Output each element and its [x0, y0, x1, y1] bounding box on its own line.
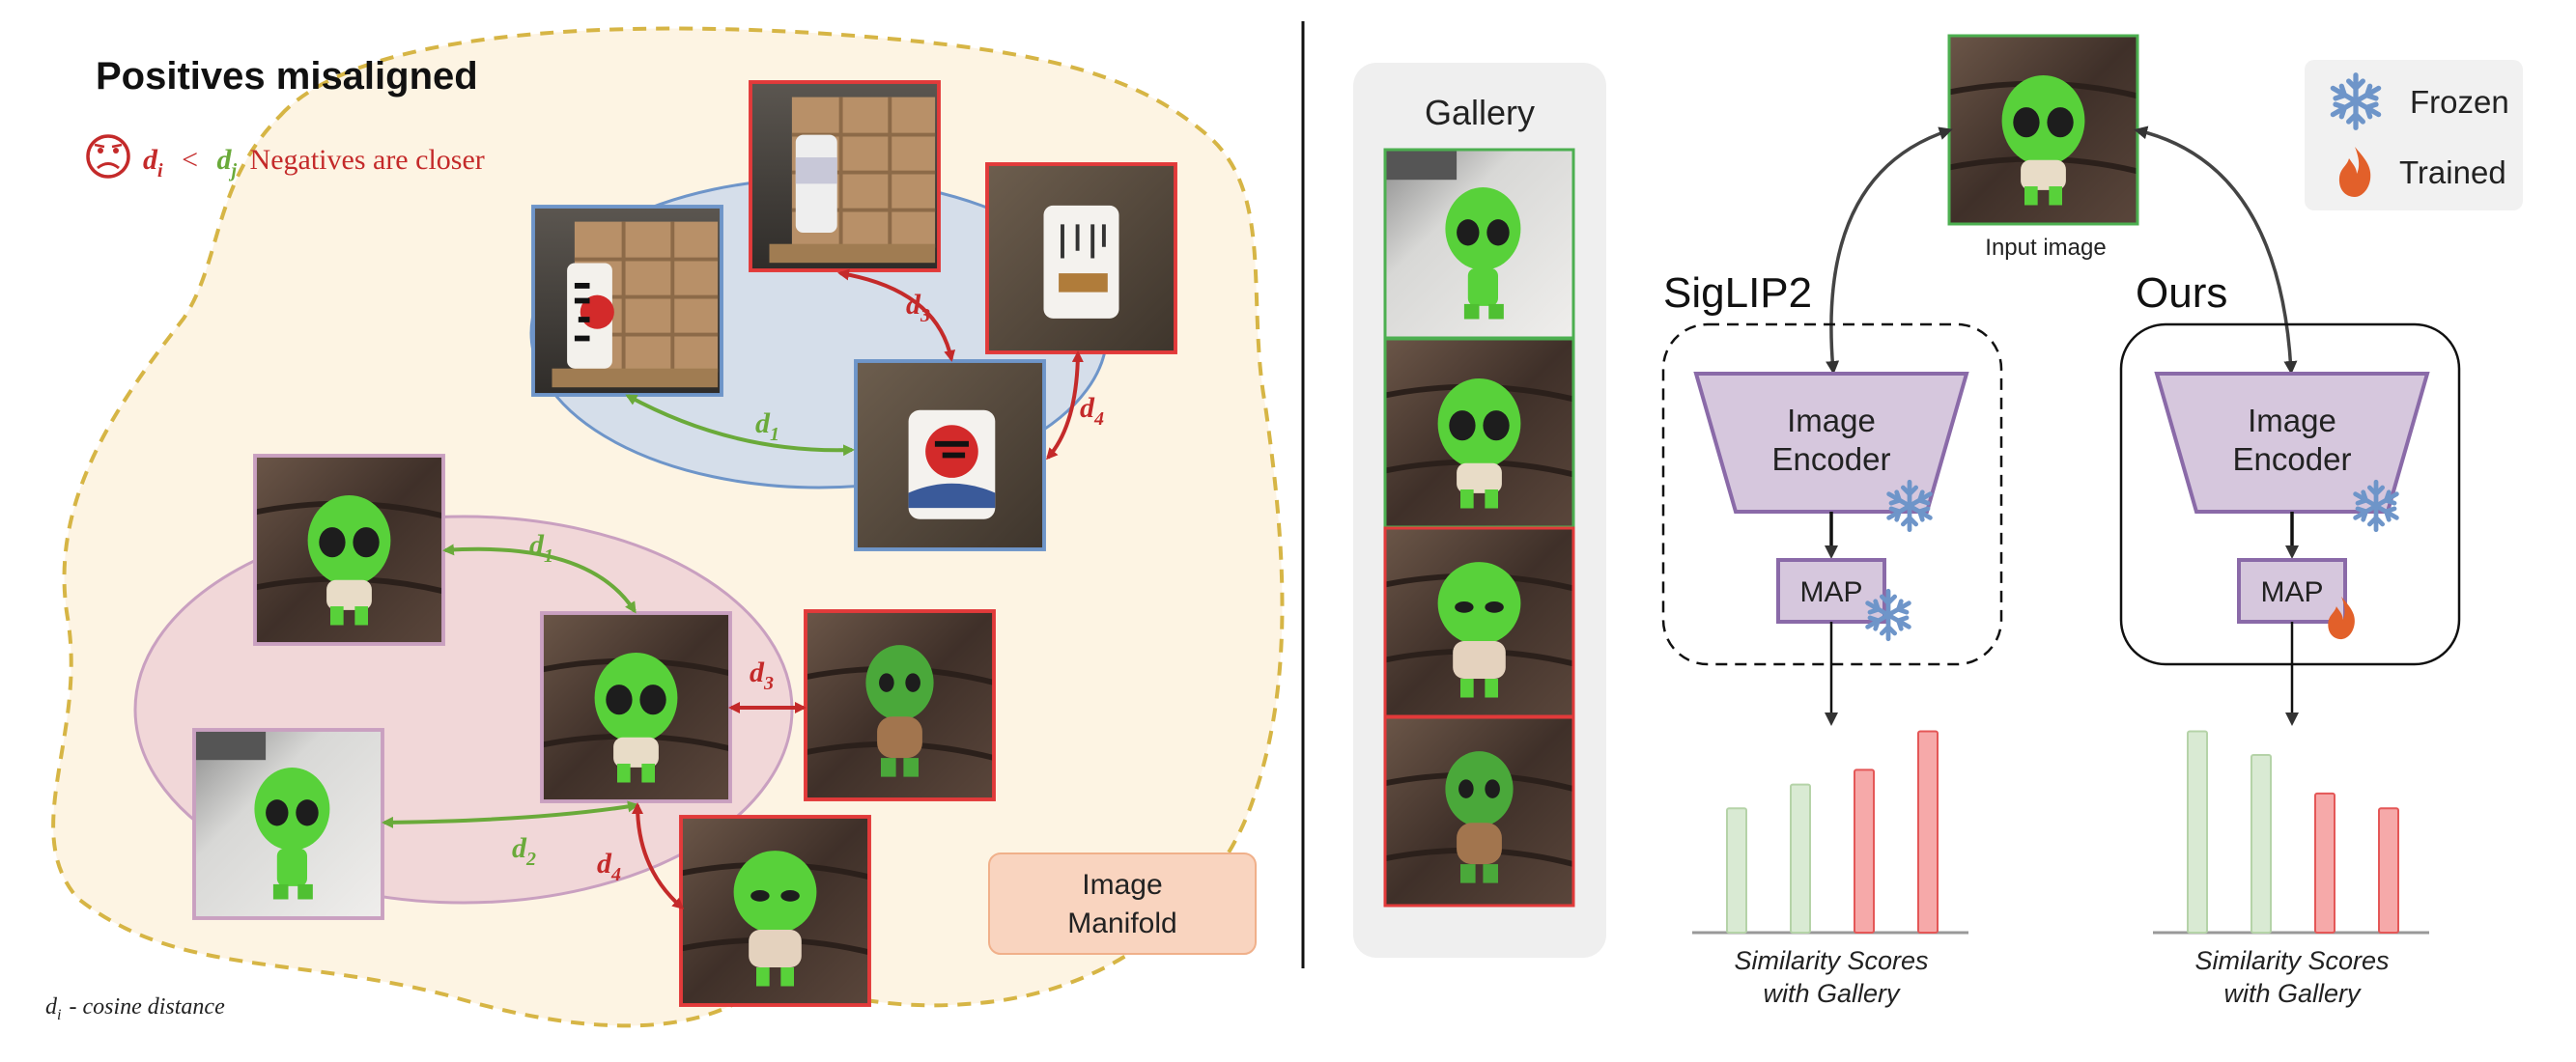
misalignment-formula: di < dj Negatives are closer — [143, 144, 485, 183]
top-d1-arrow — [625, 394, 855, 457]
bottom-d2-arrow — [382, 800, 639, 828]
bottom-center-alien-image — [542, 613, 730, 801]
model-comparison-panel: Input image Frozen Trained SigLIP2 Image… — [1661, 36, 2523, 1008]
gallery-image-4 — [1385, 717, 1573, 906]
sad-face-icon — [86, 134, 130, 179]
input-image-label: Input image — [1985, 235, 2106, 261]
gallery-title: Gallery — [1425, 93, 1535, 132]
image-manifold-label-line2: Manifold — [1067, 908, 1176, 939]
siglip-encoder-label-1: Image — [1787, 403, 1876, 438]
legend-frozen-label: Frozen — [2410, 84, 2509, 120]
bottom-right-plush-image — [806, 611, 994, 799]
gallery-panel: Gallery — [1353, 63, 1606, 958]
bottom-left-alien-image — [255, 456, 443, 644]
image-manifold-label-box — [988, 852, 1257, 955]
gallery-image-3 — [1385, 528, 1573, 716]
similarity-bar-4 — [1917, 730, 1939, 935]
bottom-d4-label: d4 — [597, 848, 621, 885]
ours-similarity-chart — [2153, 730, 2429, 935]
input-to-ours-arrow — [2134, 126, 2298, 375]
siglip-caption-line2: with Gallery — [1763, 979, 1901, 1008]
similarity-bar-3 — [2314, 792, 2335, 934]
bottom-d1-arrow — [442, 544, 637, 614]
siglip-title: SigLIP2 — [1663, 269, 1812, 317]
input-image — [1949, 36, 2137, 224]
bottom-sweater-alien-image — [681, 817, 869, 1005]
top-d4-arrow — [1046, 350, 1084, 461]
gallery-image-2 — [1385, 339, 1573, 527]
image-manifold-label-line1: Image — [1082, 869, 1162, 901]
bottom-d2-label: d2 — [512, 832, 536, 870]
ours-encoder-label-2: Encoder — [2233, 441, 2352, 477]
top-center-can-image — [856, 361, 1044, 549]
gallery-image-4-border — [1383, 715, 1575, 908]
similarity-bar-4 — [2378, 807, 2399, 935]
siglip-encoder-label-2: Encoder — [1772, 441, 1891, 477]
top-d1-label: d1 — [755, 407, 779, 445]
panel-title: Positives misaligned — [96, 55, 478, 98]
input-to-siglip-arrow — [1826, 126, 1953, 375]
similarity-bar-2 — [2250, 754, 2272, 934]
ours-caption-line1: Similarity Scores — [2194, 946, 2389, 975]
top-boxes-image — [749, 80, 941, 272]
bottom-d1-label: d1 — [529, 529, 553, 567]
ours-frame — [2119, 322, 2461, 666]
bottom-d4-arrow — [632, 802, 685, 909]
ours-map-label: MAP — [2260, 576, 2323, 608]
siglip-image-encoder — [1693, 372, 1969, 514]
similarity-bar-1 — [2187, 730, 2208, 935]
top-left-can-image — [533, 207, 722, 395]
similarity-bar-3 — [1854, 769, 1875, 934]
top-d4-label: d4 — [1080, 392, 1104, 430]
similarity-bar-2 — [1790, 783, 1811, 935]
image-manifold-panel: d1 d3 d4 d1 d2 d3 d4 Positives misaligne… — [45, 26, 1285, 1028]
ours-title: Ours — [2136, 269, 2227, 317]
top-d3-arrow — [837, 268, 956, 362]
top-d3-label: d3 — [906, 289, 930, 326]
bottom-d3-label: d3 — [750, 657, 774, 694]
ours-caption-line2: with Gallery — [2223, 979, 2362, 1008]
ours-encoder-label-1: Image — [2248, 403, 2336, 438]
bottom-desk-alien-image — [192, 728, 384, 920]
siglip-caption-line1: Similarity Scores — [1734, 946, 1928, 975]
siglip-map-box — [1776, 558, 1886, 624]
gallery-image-1 — [1385, 150, 1573, 338]
legend-trained-label: Trained — [2399, 154, 2506, 190]
siglip-map-label: MAP — [1799, 576, 1862, 608]
top-right-can-image — [985, 162, 1177, 354]
cosine-distance-footnote: di- cosine distance — [45, 994, 225, 1023]
similarity-bar-1 — [1726, 807, 1747, 935]
siglip-similarity-chart — [1692, 730, 1968, 935]
